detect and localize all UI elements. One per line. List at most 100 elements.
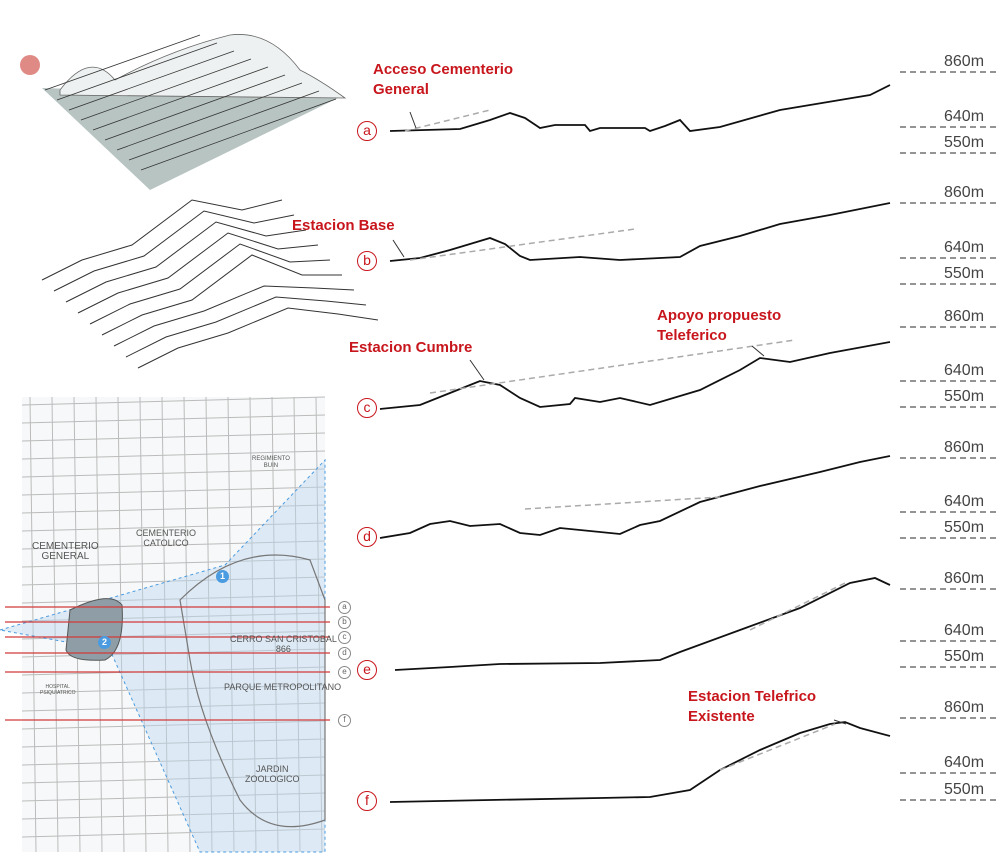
cable-reference-line: [719, 723, 836, 771]
map-label-regimiento: REGIMIENTO BUIN: [252, 456, 290, 469]
cable-reference-line: [524, 496, 721, 510]
hill-contour: [179, 554, 326, 828]
map-street: [21, 486, 326, 496]
map-section-marker-d: d: [338, 647, 351, 660]
legend-dot: [20, 55, 40, 75]
map-street: [21, 828, 326, 838]
cable-reference-line: [404, 109, 491, 132]
map-label-jardin: JARDIN ZOOLOGICO: [245, 764, 300, 784]
map-street: [21, 504, 326, 514]
elevation-label-860m: 860m: [944, 439, 985, 456]
wireframe-section-line: [89, 243, 331, 325]
wireframe-section-line: [41, 199, 283, 281]
map-street: [21, 666, 326, 676]
elevation-label-860m: 860m: [944, 570, 985, 587]
annotation-leader: [469, 359, 485, 381]
terrain-section-line: [128, 90, 320, 161]
map-street: [315, 396, 323, 853]
wireframe-section-line: [101, 254, 342, 336]
cable-reference-line: [749, 582, 846, 631]
elevation-label-550m: 550m: [944, 388, 985, 405]
wireframe-section-line: [77, 232, 319, 314]
annotation-estacion-cumbre: Estacion Cumbre: [349, 339, 473, 356]
map-street: [21, 396, 326, 406]
map-street: [21, 540, 326, 550]
map-street: [21, 414, 326, 424]
section-marker-d: d: [357, 527, 377, 547]
map-street: [51, 396, 59, 853]
map-street: [29, 396, 37, 853]
terrain-profile-a: [389, 84, 891, 133]
annotation-leader: [392, 239, 405, 258]
map-section-marker-b: b: [338, 616, 351, 629]
elevation-label-860m: 860m: [944, 308, 985, 325]
elevation-label-860m: 860m: [944, 184, 985, 201]
map-street: [21, 684, 326, 694]
map-marker-2[interactable]: 2: [98, 636, 111, 649]
wireframe-section-line: [53, 210, 295, 292]
elevation-label-550m: 550m: [944, 519, 985, 536]
terrain-section-line: [104, 74, 286, 141]
annotation-leader: [751, 345, 765, 357]
elevation-label-640m: 640m: [944, 239, 985, 256]
map-street: [21, 738, 326, 748]
map-street: [21, 810, 326, 820]
map-section-marker-c: c: [338, 631, 351, 644]
elevation-label-550m: 550m: [944, 265, 985, 282]
elevation-label-550m: 550m: [944, 781, 985, 798]
terrain-section-line: [56, 42, 218, 101]
map-marker-1[interactable]: 1: [216, 570, 229, 583]
wireframe-section-line: [137, 307, 379, 369]
terrain-section-line: [92, 66, 269, 131]
elevation-label-550m: 550m: [944, 134, 985, 151]
map-street: [161, 396, 169, 853]
terrain-section-line: [116, 82, 303, 151]
map-section-marker-e: e: [338, 666, 351, 679]
elevation-label-640m: 640m: [944, 622, 985, 639]
terrain-profile-e: [394, 577, 891, 671]
map-label-cerro: CERRO SAN CRISTOBAL 866: [230, 634, 337, 654]
annotation-acceso-cementerio: Acceso Cementerio General: [373, 61, 514, 98]
cable-reference-line: [429, 339, 796, 394]
map-street: [183, 396, 191, 853]
map-label-cementerio-general: CEMENTERIO GENERAL: [32, 541, 99, 562]
wireframe-section-line: [113, 285, 355, 347]
small-hill-contour: [65, 598, 123, 661]
map-street: [271, 396, 279, 853]
terrain-section-line: [80, 58, 252, 121]
map-street: [249, 396, 257, 853]
terrain-section-line: [68, 50, 235, 111]
map-street: [21, 468, 326, 478]
elevation-label-550m: 550m: [944, 648, 985, 665]
map-street: [21, 702, 326, 712]
terrain-section-line: [140, 98, 337, 171]
wireframe-section-line: [65, 221, 307, 303]
map-street: [139, 396, 147, 853]
map-street: [21, 450, 326, 460]
section-marker-e: e: [357, 660, 377, 680]
map-label-cementerio-catolico: CEMENTERIO CATOLICO: [136, 528, 197, 548]
map-street: [21, 522, 326, 532]
annotation-estacion-telefrico: Estacion Telefrico Existente: [688, 688, 817, 725]
elevation-label-640m: 640m: [944, 108, 985, 125]
map-label-hospital: HOSPITAL PSIQUIATRICO: [40, 684, 76, 696]
map-street: [227, 396, 235, 853]
map-section-marker-a: a: [338, 601, 351, 614]
annotation-leader: [409, 111, 417, 129]
map-street: [21, 792, 326, 802]
annotation-leader: [833, 719, 847, 725]
elevation-label-860m: 860m: [944, 699, 985, 716]
elevation-label-640m: 640m: [944, 754, 985, 771]
map-street: [21, 432, 326, 442]
section-marker-a: a: [357, 121, 377, 141]
terrain-profile-b: [389, 202, 891, 262]
section-marker-f: f: [357, 791, 377, 811]
elevation-label-640m: 640m: [944, 493, 985, 510]
terrain-profile-c: [379, 341, 891, 410]
terrain-section-line: [44, 34, 201, 91]
elevation-label-860m: 860m: [944, 53, 985, 70]
terrain-profile-f: [389, 721, 891, 803]
terrain-relief: [59, 34, 347, 99]
